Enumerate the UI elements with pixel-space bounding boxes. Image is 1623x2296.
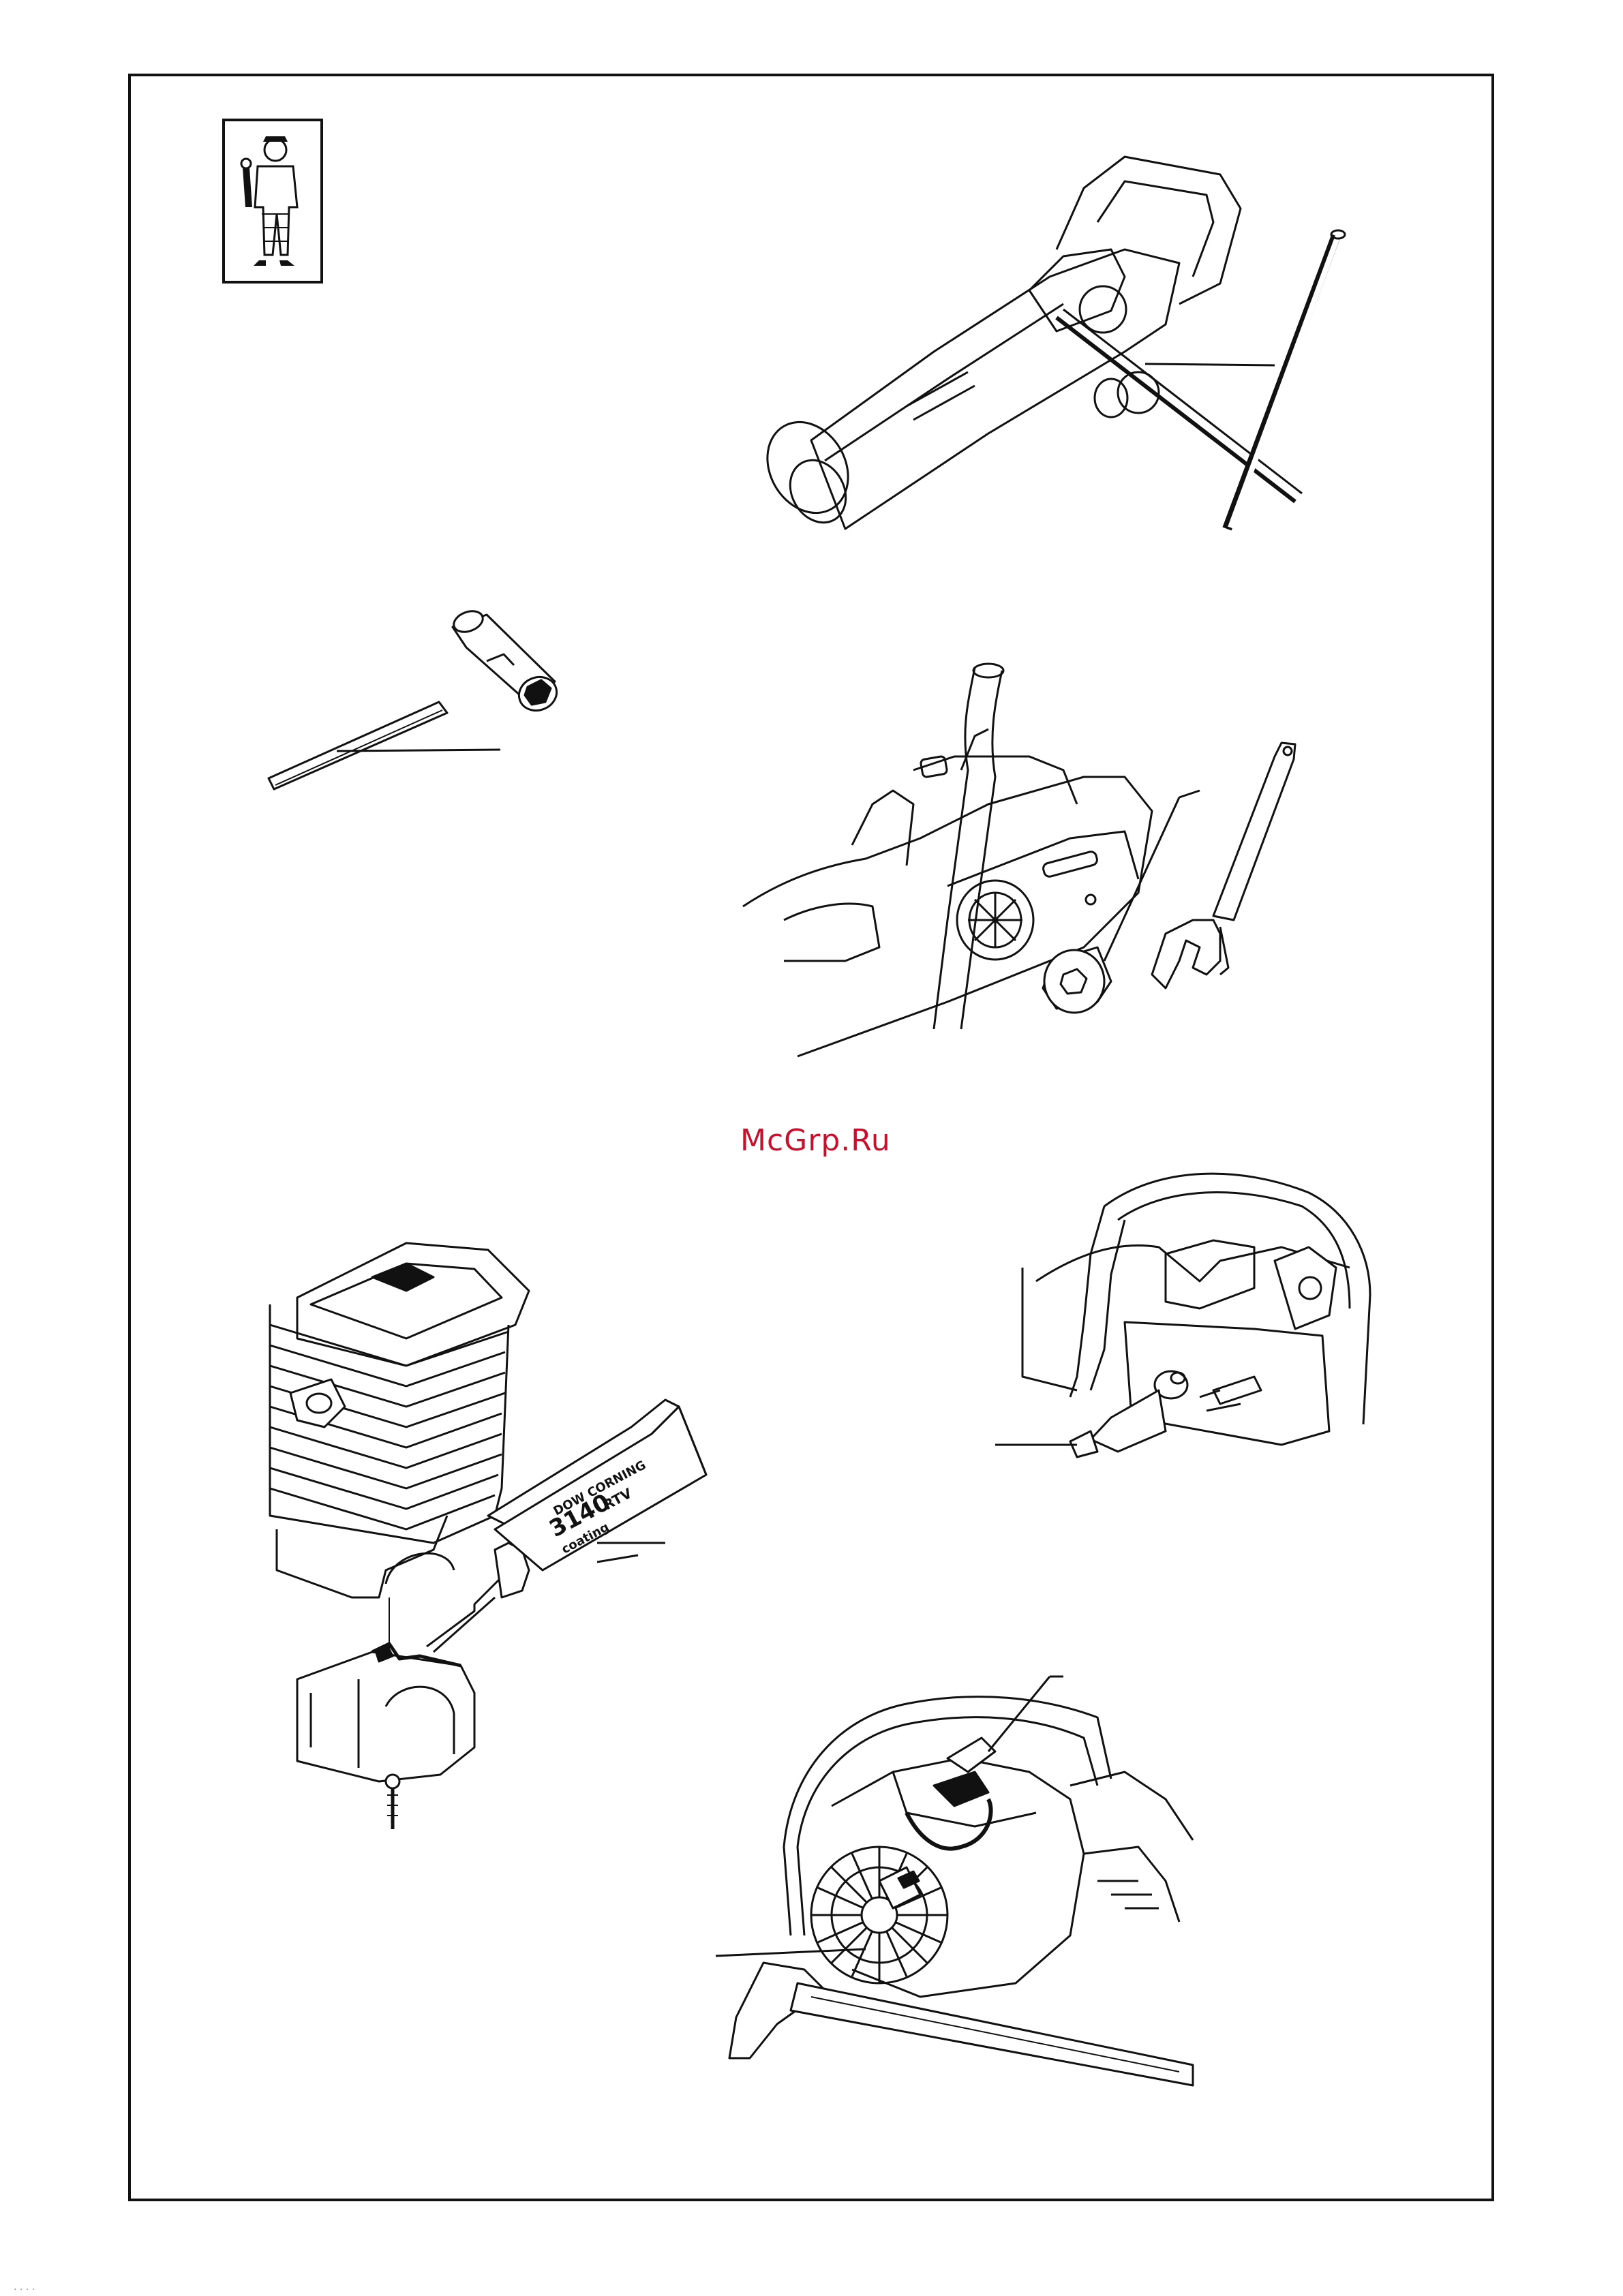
rear-handle-t-wrench-figure xyxy=(743,147,1384,583)
watermark-text: McGrp.Ru xyxy=(740,1123,891,1158)
cylinder-sealant-figure: DOW CORNING 3140 RTV coating xyxy=(270,1229,693,1843)
clutch-removal-figure xyxy=(743,675,1425,1084)
clutch-puller-figure xyxy=(995,1172,1377,1499)
flywheel-removal-figure xyxy=(716,1677,1193,2126)
mechanic-with-wrench-icon xyxy=(222,119,323,284)
page-edge-marks: · · · · xyxy=(14,2284,35,2295)
spark-plug-wrench-icon xyxy=(269,607,568,804)
